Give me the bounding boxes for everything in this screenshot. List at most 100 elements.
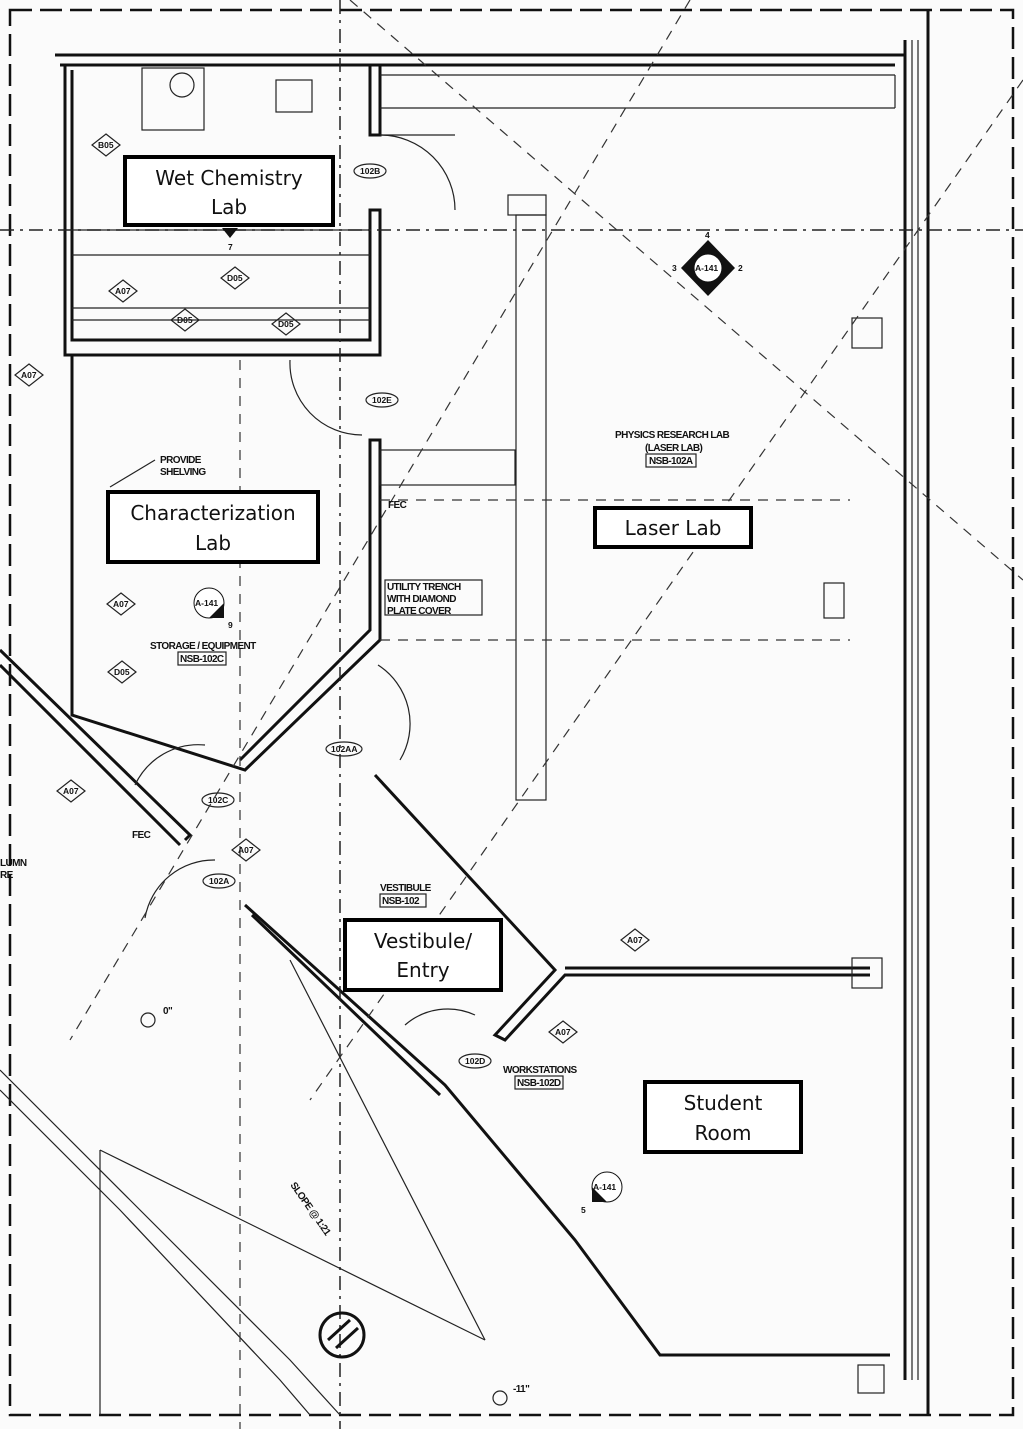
svg-text:NSB-102: NSB-102 [382,896,420,907]
note-fec-2: FEC [132,830,151,841]
door-tag: 102C [201,792,235,808]
note-column-2: RE [0,870,14,881]
label-laser-lab: Laser Lab [593,506,753,549]
door-tag: 102D [458,1053,492,1069]
note-column: LUMN [0,858,27,869]
svg-text:-11": -11" [513,1384,530,1395]
exterior-wall-east [903,10,930,1415]
svg-text:A07: A07 [555,1027,571,1037]
svg-text:UTILITY TRENCH: UTILITY TRENCH [387,582,461,593]
note-utility-trench: UTILITY TRENCH WITH DIAMOND PLATE COVER [387,582,462,617]
note-fec: FEC [388,500,407,511]
svg-text:A-141: A-141 [695,263,718,273]
svg-text:102A: 102A [209,876,229,886]
svg-text:NSB-102C: NSB-102C [180,654,224,665]
svg-text:Laser Lab: Laser Lab [625,516,722,540]
keynote-d05: D05 [107,660,137,684]
svg-text:A-141: A-141 [195,598,218,608]
svg-text:PROVIDE: PROVIDE [160,455,202,466]
svg-text:B05: B05 [98,140,114,150]
label-characterization-lab: Characterization Lab [106,490,320,564]
keynote-a07: A07 [108,279,138,303]
door-tag: 102E [365,392,399,408]
svg-text:A07: A07 [63,786,79,796]
svg-text:2: 2 [738,263,743,273]
svg-text:0": 0" [163,1006,173,1017]
door-tag: 102AA [325,741,363,757]
svg-text:Characterization: Characterization [130,501,295,525]
keynote-b05: B05 [91,133,121,157]
plan-border [8,8,1015,1417]
svg-text:A07: A07 [21,370,37,380]
svg-text:NSB-102D: NSB-102D [517,1078,561,1089]
svg-text:102AA: 102AA [331,744,357,754]
svg-text:D05: D05 [227,273,243,283]
svg-text:D05: D05 [177,315,193,325]
svg-text:4: 4 [705,230,710,240]
svg-text:STORAGE / EQUIPMENT: STORAGE / EQUIPMENT [150,641,256,652]
svg-text:5: 5 [581,1205,586,1215]
note-shelving: PROVIDE SHELVING [109,455,207,488]
svg-text:PHYSICS RESEARCH LAB: PHYSICS RESEARCH LAB [615,430,730,441]
note-physics-lab: PHYSICS RESEARCH LAB (LASER LAB) NSB-102… [615,430,730,468]
svg-text:PLATE COVER: PLATE COVER [387,606,452,617]
keynote-a07: A07 [620,928,650,952]
svg-text:Student: Student [684,1091,763,1115]
svg-text:A07: A07 [238,845,254,855]
svg-text:7: 7 [228,242,233,252]
svg-text:3: 3 [672,263,677,273]
door-swings [134,359,476,1026]
svg-text:Lab: Lab [211,195,247,219]
elevation-marker-11: -11" [492,1384,531,1406]
label-student-room: Student Room [643,1080,803,1154]
section-marker-wet: 7 [222,228,238,252]
laser-lab-counter [380,74,896,801]
svg-text:D05: D05 [278,319,294,329]
keynote-a07: A07 [231,838,261,862]
note-vestibule: VESTIBULE NSB-102 [379,883,432,908]
keynote-d05: D05 [170,308,200,332]
svg-text:9: 9 [228,620,233,630]
svg-text:VESTIBULE: VESTIBULE [380,883,432,894]
svg-text:WITH DIAMOND: WITH DIAMOND [387,594,456,605]
svg-text:D05: D05 [114,667,130,677]
utility-trench [384,579,483,616]
svg-text:102B: 102B [360,166,380,176]
svg-text:A07: A07 [115,286,131,296]
note-workstations: WORKSTATIONS NSB-102D [503,1065,578,1090]
svg-text:A07: A07 [627,935,643,945]
note-slope: SLOPE @ 1:21 [288,1180,333,1238]
section-marker-laser: A-141 4 3 2 [672,230,743,296]
drain-symbol [318,1311,366,1359]
svg-text:SHELVING: SHELVING [160,467,206,478]
svg-text:Wet Chemistry: Wet Chemistry [155,166,303,190]
label-vestibule-entry: Vestibule/ Entry [343,918,503,992]
svg-text:A07: A07 [113,599,129,609]
svg-text:(LASER LAB): (LASER LAB) [645,443,703,454]
door-tag: 102A [202,873,236,889]
svg-text:102C: 102C [208,795,228,805]
svg-text:A-141: A-141 [593,1182,616,1192]
section-marker-student: A-141 5 [581,1171,623,1215]
svg-text:Vestibule/: Vestibule/ [374,929,472,953]
svg-text:Room: Room [695,1121,752,1145]
svg-text:102E: 102E [372,395,392,405]
note-storage: STORAGE / EQUIPMENT NSB-102C [150,641,257,666]
svg-text:102D: 102D [465,1056,485,1066]
svg-text:WORKSTATIONS: WORKSTATIONS [503,1065,577,1076]
door-tag: 102B [353,163,387,179]
keynote-a07: A07 [56,779,86,803]
section-marker-char: A-141 9 [193,587,233,630]
svg-text:Lab: Lab [195,531,231,555]
elevation-marker-0: 0" [140,1006,174,1028]
label-wet-chemistry-lab: Wet Chemistry Lab [123,155,335,227]
keynote-a07: A07 [14,363,44,387]
wall-north [55,53,905,67]
keynote-a07: A07 [106,592,136,616]
svg-text:Entry: Entry [396,958,449,982]
keynote-d05: D05 [220,266,250,290]
svg-text:NSB-102A: NSB-102A [649,456,693,467]
keynote-a07: A07 [548,1020,578,1044]
